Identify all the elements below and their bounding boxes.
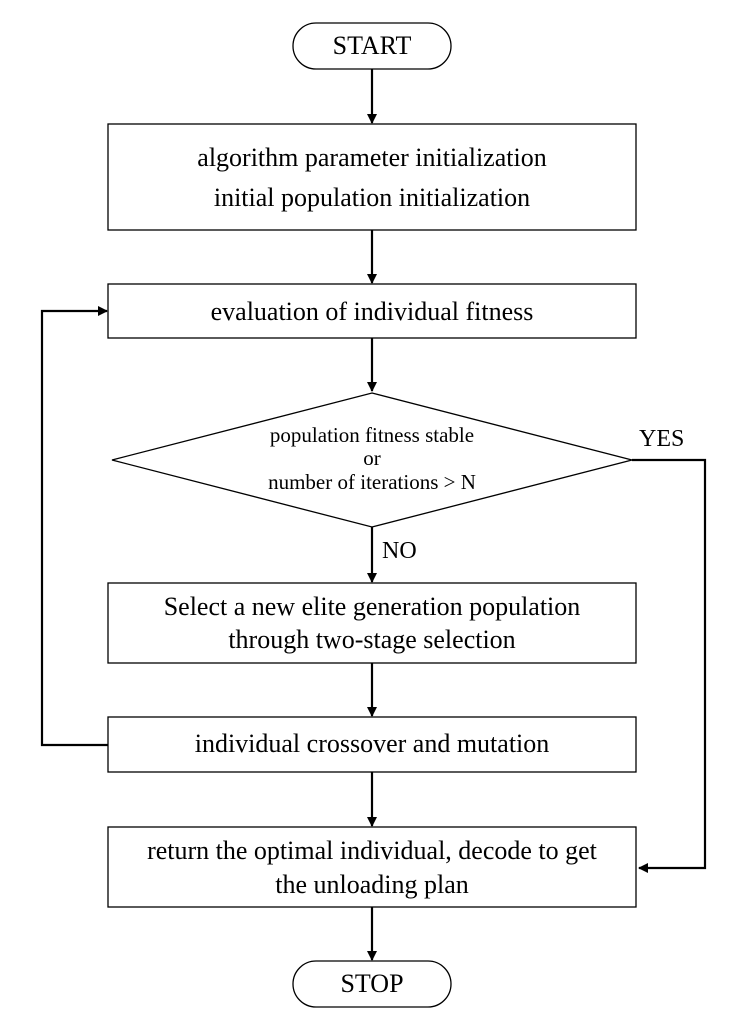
- evaluate-label: evaluation of individual fitness: [211, 297, 534, 326]
- stop-terminal: [292, 960, 452, 1008]
- crossover-box: [107, 716, 637, 773]
- arrow-yes-to-return: [632, 458, 707, 873]
- start-label: START: [333, 31, 412, 60]
- arrow-loop-to-evaluate: [40, 306, 108, 747]
- select-label-line2: through two-stage selection: [228, 625, 515, 654]
- return-label-line2: the unloading plan: [275, 870, 469, 899]
- return-label-line1: return the optimal individual, decode to…: [147, 836, 598, 865]
- stop-label: STOP: [340, 969, 403, 998]
- init-box: [107, 123, 637, 231]
- yes-label: YES: [639, 426, 684, 452]
- init-label-line1: algorithm parameter initialization: [197, 143, 546, 172]
- decision-label-line2: or: [363, 446, 381, 470]
- decision-label-line3: number of iterations > N: [268, 470, 476, 494]
- init-label-line2: initial population initialization: [214, 183, 530, 212]
- select-label-line1: Select a new elite generation population: [164, 592, 581, 621]
- select-box: [107, 582, 637, 664]
- crossover-label: individual crossover and mutation: [195, 729, 550, 758]
- no-label: NO: [382, 538, 417, 564]
- evaluate-box: [107, 283, 637, 339]
- decision-label-line1: population fitness stable: [270, 423, 474, 447]
